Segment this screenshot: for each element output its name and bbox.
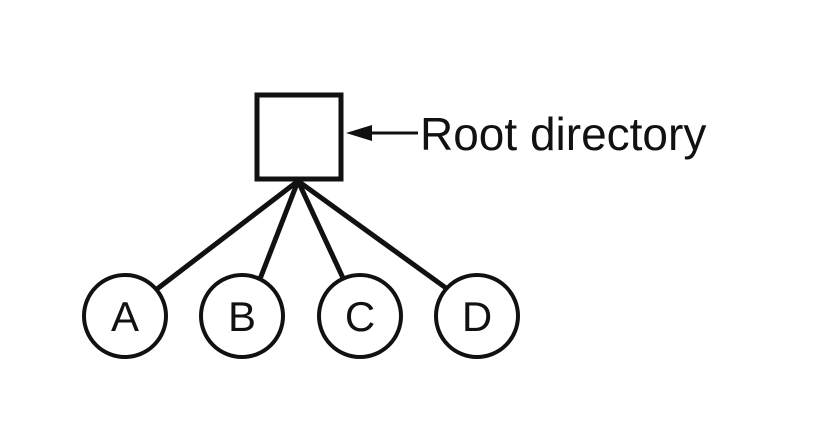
child-node-c: C — [317, 273, 403, 359]
child-node-a-label: A — [111, 293, 139, 340]
child-node-a: A — [82, 273, 168, 359]
child-node-c-circle — [317, 273, 403, 359]
edge-root-c — [295, 178, 346, 281]
edge-root-d — [295, 178, 449, 291]
child-node-b-label: B — [228, 293, 256, 340]
edge-root-a — [154, 178, 301, 292]
child-node-b-circle — [199, 273, 285, 359]
root-directory-label: Root directory — [420, 108, 706, 160]
child-node-d: D — [434, 273, 520, 359]
child-node-d-label: D — [462, 293, 492, 340]
root-pointer-arrowhead — [346, 125, 372, 141]
edge-root-b — [257, 178, 301, 282]
child-node-d-circle — [434, 273, 520, 359]
root-directory-box — [254, 92, 344, 182]
child-node-a-circle — [82, 273, 168, 359]
child-node-b: B — [199, 273, 285, 359]
child-node-c-label: C — [345, 293, 375, 340]
